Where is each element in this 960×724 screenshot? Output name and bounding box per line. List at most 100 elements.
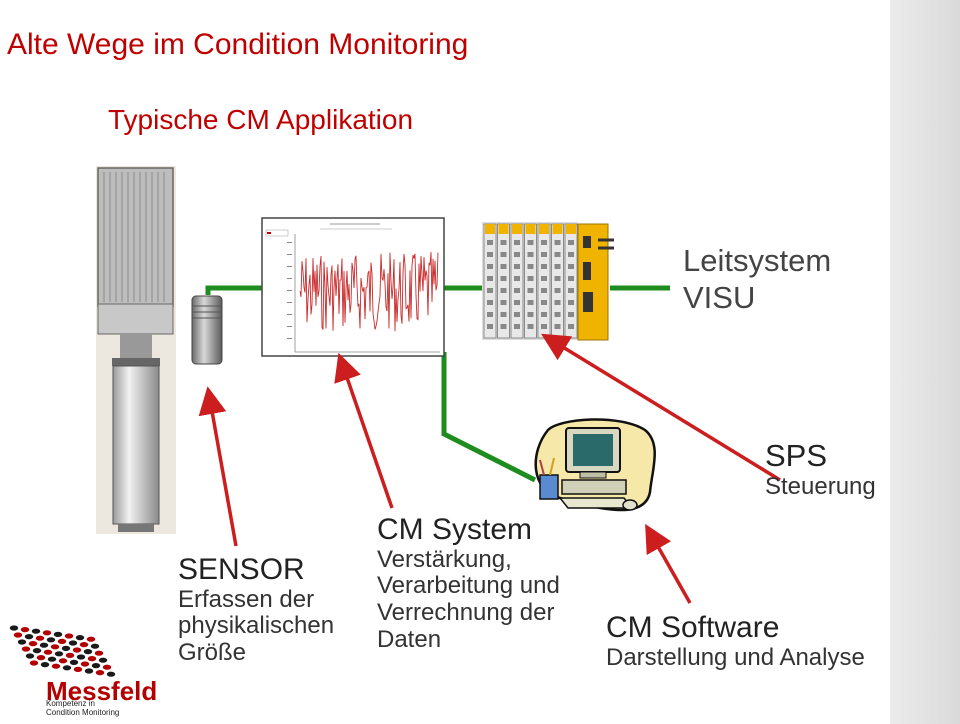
plc-terminal (541, 300, 547, 305)
slide-title: Alte Wege im Condition Monitoring (7, 28, 469, 61)
logo-dot (86, 636, 96, 642)
logo-dot (72, 647, 82, 653)
logo-dot (94, 650, 104, 656)
logo-dot (40, 662, 50, 668)
cm-software-body: Darstellung und Analyse (606, 643, 865, 671)
plc-terminal (514, 252, 520, 257)
logo-dot (95, 670, 105, 676)
logo-dot (20, 627, 30, 633)
plc-slice-top (512, 224, 522, 234)
arrow-sps (541, 333, 781, 482)
logo-dot (102, 664, 112, 670)
sensor-line: Größe (178, 639, 247, 667)
plc-terminal (527, 324, 534, 329)
logo-dot (57, 638, 67, 645)
logo-dot (47, 656, 57, 662)
plc-terminal (500, 252, 507, 257)
logo-dot (13, 632, 23, 638)
plc-terminal (541, 324, 547, 329)
logo-dot (53, 631, 63, 638)
plc-modules-image (482, 222, 614, 341)
plc-terminal (500, 288, 507, 293)
logo-dot (58, 658, 68, 664)
plc-terminal (541, 276, 547, 281)
logo-name: Messfeld (46, 676, 158, 706)
plc-terminal (487, 276, 493, 281)
plc-terminal (514, 300, 520, 305)
plc-terminal (568, 300, 574, 305)
arrow-sensor (198, 386, 238, 547)
plc-terminal (527, 312, 534, 317)
logo-dot (69, 659, 79, 666)
plc-terminal (541, 264, 547, 269)
plc-slice-top (485, 224, 495, 234)
cm-system-line: Verstärkung, (377, 545, 512, 573)
right-gradient-strip (890, 0, 960, 724)
logo-dot (29, 660, 39, 666)
logo-dot (42, 630, 52, 636)
plc-slice-top (498, 224, 509, 234)
plc-terminal (500, 300, 507, 305)
logo-dot (68, 640, 78, 646)
label-sensor: SENSOR Erfassen der physikalischen Größe (178, 553, 334, 667)
plc-terminal (500, 276, 507, 281)
logo-dot (65, 652, 75, 659)
plc-terminal (527, 300, 534, 305)
logo-dot (61, 645, 71, 652)
logo-dot (62, 665, 72, 671)
sensor-line: Erfassen der (178, 585, 315, 613)
plc-terminal (554, 264, 561, 269)
plc-terminal (554, 324, 561, 329)
plc-terminal (554, 252, 561, 257)
vibration-sensor-image (191, 295, 223, 365)
plc-terminal (527, 276, 534, 281)
plc-terminal (487, 288, 493, 293)
logo-dot (9, 625, 19, 631)
cm-software-head: CM Software (606, 611, 780, 644)
plc-terminal (527, 288, 534, 293)
plc-terminal (541, 240, 547, 245)
label-cm-software: CM Software Darstellung und Analyse (606, 611, 865, 671)
plc-terminal (554, 312, 561, 317)
cm-system-line: Verrechnung der (377, 599, 555, 627)
plc-terminal (500, 264, 507, 269)
plc-slice-top (552, 224, 563, 234)
plc-terminal (568, 288, 574, 293)
logo-dot (83, 649, 93, 655)
logo-dot (90, 643, 100, 649)
plc-terminal (568, 324, 574, 329)
plc-slice-top (539, 224, 549, 234)
logo-dot (35, 635, 45, 641)
logo-dot (46, 637, 56, 643)
logo-dot (54, 651, 64, 657)
logo-dot (75, 635, 85, 641)
plc-terminal (527, 240, 534, 245)
plc-terminal (514, 240, 520, 245)
logo-tagline-line1: Kompetenz in (46, 699, 95, 708)
plc-terminal (541, 252, 547, 257)
logo-dot (91, 663, 101, 669)
logo-dot (21, 646, 31, 652)
label-sps: SPS Steuerung (765, 438, 876, 501)
logo-dot (73, 666, 83, 673)
plc-terminal (500, 312, 507, 317)
plc-terminal (487, 324, 493, 329)
logo-dot (32, 648, 42, 654)
signal-plot-window (261, 217, 445, 357)
label-leitsystem: Leitsystem VISU (683, 242, 831, 316)
computer-clipart (534, 418, 656, 512)
logo-dot (24, 634, 34, 640)
logo-tagline: Kompetenz in Condition Monitoring (46, 699, 119, 718)
plc-terminal (514, 276, 520, 281)
plc-terminal (554, 288, 561, 293)
green-cables (205, 285, 670, 483)
logo-dot (76, 654, 86, 660)
logo-dot (80, 661, 90, 667)
logo-dot (51, 663, 61, 669)
plc-terminal (568, 240, 574, 245)
logo-dot (98, 657, 108, 663)
messfeld-logo-grid (9, 625, 116, 677)
plc-terminal (568, 264, 574, 269)
plc-terminal (541, 288, 547, 293)
arrow-cm-system (334, 352, 394, 509)
